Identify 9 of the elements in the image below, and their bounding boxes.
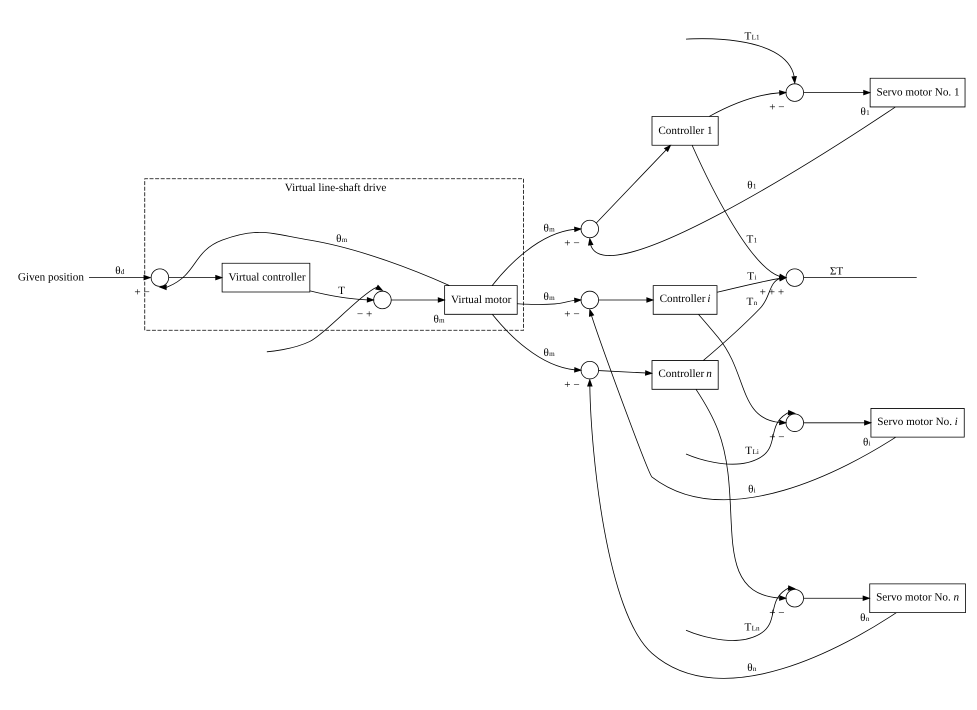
node-text: Given position [18, 272, 84, 284]
edge-label: T [338, 284, 345, 297]
node-label: − + [356, 308, 372, 321]
node-label: + − [564, 378, 580, 391]
edge-label: ΣT [830, 266, 844, 278]
node-label: + − [564, 238, 580, 250]
node-label: + + + [760, 286, 784, 298]
node-label: + − [564, 308, 580, 321]
node-label: + − [769, 101, 785, 114]
